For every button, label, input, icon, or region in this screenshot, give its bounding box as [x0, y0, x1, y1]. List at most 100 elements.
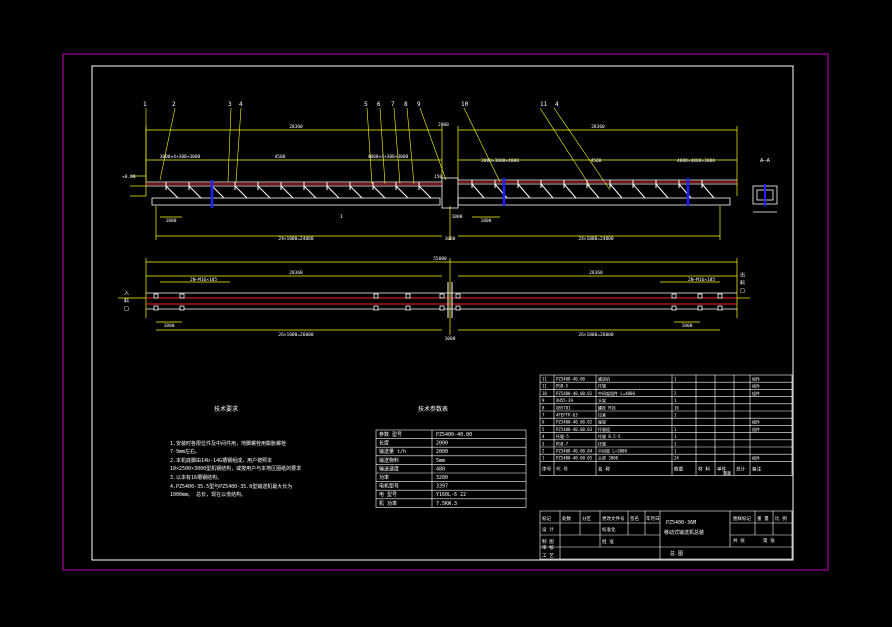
- support-diagonal: [326, 185, 340, 199]
- bolt-hole: [455, 293, 461, 299]
- bom-cell: PZ5400-40.00.03: [556, 427, 593, 432]
- dim-mid-left: 4500: [275, 154, 286, 160]
- balloon-9: 9: [417, 101, 421, 108]
- support-diagonal: [418, 185, 432, 199]
- dim-center-a: 1000: [445, 236, 456, 242]
- support-diagonal: [701, 183, 715, 199]
- bom-cell: 2: [674, 391, 677, 396]
- bom-cell: 组件: [752, 383, 760, 389]
- bolt-hole: [717, 293, 723, 299]
- bom-cell: 7: [542, 413, 545, 418]
- params-value: 5mm: [436, 458, 445, 464]
- tb-date: 年月日: [646, 515, 660, 522]
- tb-mark: 标记: [542, 515, 551, 522]
- plan-dim-bottom-right: 26×1000=26000: [578, 332, 614, 338]
- balloon-7: 7: [391, 101, 395, 108]
- dim-small-left: 1800: [166, 218, 177, 224]
- bom-cell: 组件: [752, 390, 760, 396]
- note-line-1: 1.安装时各限位件及中间件用，地脚螺栓用膨胀螺栓: [170, 440, 286, 447]
- tb-checker: 审 核: [542, 544, 554, 551]
- bom-cell: XH55-39: [556, 398, 573, 403]
- support-diagonal: [280, 185, 294, 199]
- bom-cell: 5: [542, 427, 545, 432]
- bom-cell: 3: [542, 441, 545, 446]
- bom-cell: 4: [542, 434, 545, 439]
- note-line-5: 3.以本有16槽钢结构。: [170, 474, 222, 481]
- params-value: 3397: [436, 484, 448, 490]
- bolt-hole: [671, 305, 677, 311]
- bom-cell: 6: [542, 420, 545, 425]
- support-diagonal: [655, 183, 669, 199]
- params-key: 机 功率: [379, 500, 397, 507]
- dim-right-segments-a: 3000×3000×4000: [481, 158, 519, 164]
- sheet-border: [62, 53, 829, 571]
- support-diagonal: [188, 185, 202, 199]
- tb-change-doc: 更改文件号: [602, 515, 625, 522]
- bom-cell: 拉紧: [598, 412, 606, 418]
- note-line-2: 7-9mm左右。: [170, 448, 200, 455]
- dim-right-segments-b: 4000×4000×3000: [677, 158, 715, 164]
- params-value: 7.5KW.3: [436, 501, 457, 507]
- balloon-4: 4: [239, 101, 243, 108]
- technical-notes: 技术要求 1.安装时各限位件及中间件用，地脚螺栓用膨胀螺栓 7-9mm左右。 2…: [170, 405, 301, 498]
- dim-left-segments: 3000×4+300+3000: [160, 154, 201, 160]
- bolt-hole: [439, 293, 445, 299]
- bom-cell: 托辊: [598, 440, 606, 446]
- bom-cell: 输送机: [598, 376, 610, 382]
- bolt-hole: [717, 305, 723, 311]
- plan-dim-bottom-mid: 1000: [445, 336, 456, 342]
- params-value: 480: [436, 466, 445, 472]
- bom-cell: PZ5400-40.00: [556, 377, 585, 382]
- tb-std: 标准化: [602, 526, 616, 533]
- plan-dim-small-left: 1800: [164, 323, 175, 329]
- bom-cell: 10: [542, 391, 547, 396]
- bom-header-cell: 序号: [542, 465, 552, 472]
- bom-cell: PGB-7: [556, 441, 569, 446]
- bom-cell: 托辊-5: [556, 433, 569, 439]
- bom-cell: PGB-5: [556, 384, 569, 389]
- params-heading: 技术参数表: [418, 405, 448, 413]
- bolt-hole: [697, 293, 703, 299]
- bom-cell: 1: [674, 398, 677, 403]
- bolt-hole: [405, 293, 411, 299]
- params-key: 电 型号: [379, 491, 397, 498]
- dim-bottom-left: 24×1000=24000: [278, 236, 314, 242]
- bom-cell: 中间架组件 L=4000: [598, 390, 635, 396]
- plan-view: 55000 28360 28360 2N—M16×185 2N—M16×185 …: [118, 256, 750, 342]
- bom-cell: 9: [542, 398, 545, 403]
- tb-process: 工 艺: [542, 553, 554, 559]
- bom-cell: PZ5400-40.00.02: [556, 420, 593, 425]
- plan-dim-bottom-left: 26×1000=26000: [278, 332, 314, 338]
- note-line-3: 2.本机底脚由14b-14G槽钢组成，用户按照本: [170, 457, 272, 464]
- front-view: 1 2 3 4 5 6 7 8 9 10 11 4 28360 28360 30…: [122, 101, 778, 242]
- support-diagonal: [234, 185, 248, 199]
- tb-weight: 重 量: [757, 515, 769, 522]
- bolt-hole: [671, 293, 677, 299]
- support-diagonal: [632, 183, 646, 199]
- tb-stage: 图样标记: [733, 515, 751, 522]
- plan-label-right: 出 料 口: [739, 271, 745, 294]
- bolt-hole: [439, 305, 445, 311]
- tb-scale: 比 例: [775, 515, 787, 522]
- tb-sheet-of: 第 张: [763, 537, 775, 544]
- bom-cell: 组件: [752, 455, 760, 461]
- bom-header-cell: 单件: [717, 465, 727, 472]
- bom-cell: 1: [674, 377, 677, 382]
- bom-cell: 组件: [752, 419, 760, 425]
- support-diagonal: [471, 183, 485, 199]
- bom-cell: 组件: [752, 376, 760, 382]
- bom-cell: PZ5400-40.00.05: [556, 456, 593, 461]
- bom-cell: GB5781: [556, 405, 571, 410]
- dim-mid-segments: 4000×4+300+3000: [368, 154, 409, 160]
- bom-cell: 头架: [598, 397, 606, 403]
- params-value: PZ5400-40.00: [436, 432, 472, 438]
- params-key: 电机型号: [379, 483, 399, 490]
- dim-right-mid: 4500: [591, 158, 602, 164]
- params-key: 长度: [379, 440, 389, 447]
- bom-header-sub: 重量: [723, 469, 731, 475]
- plan-callout-left: 2N—M16×185: [190, 277, 217, 283]
- tb-sheet: 共 张: [733, 537, 745, 544]
- bom-cell: 1: [674, 449, 677, 454]
- params-key: 参数 型号: [379, 431, 402, 438]
